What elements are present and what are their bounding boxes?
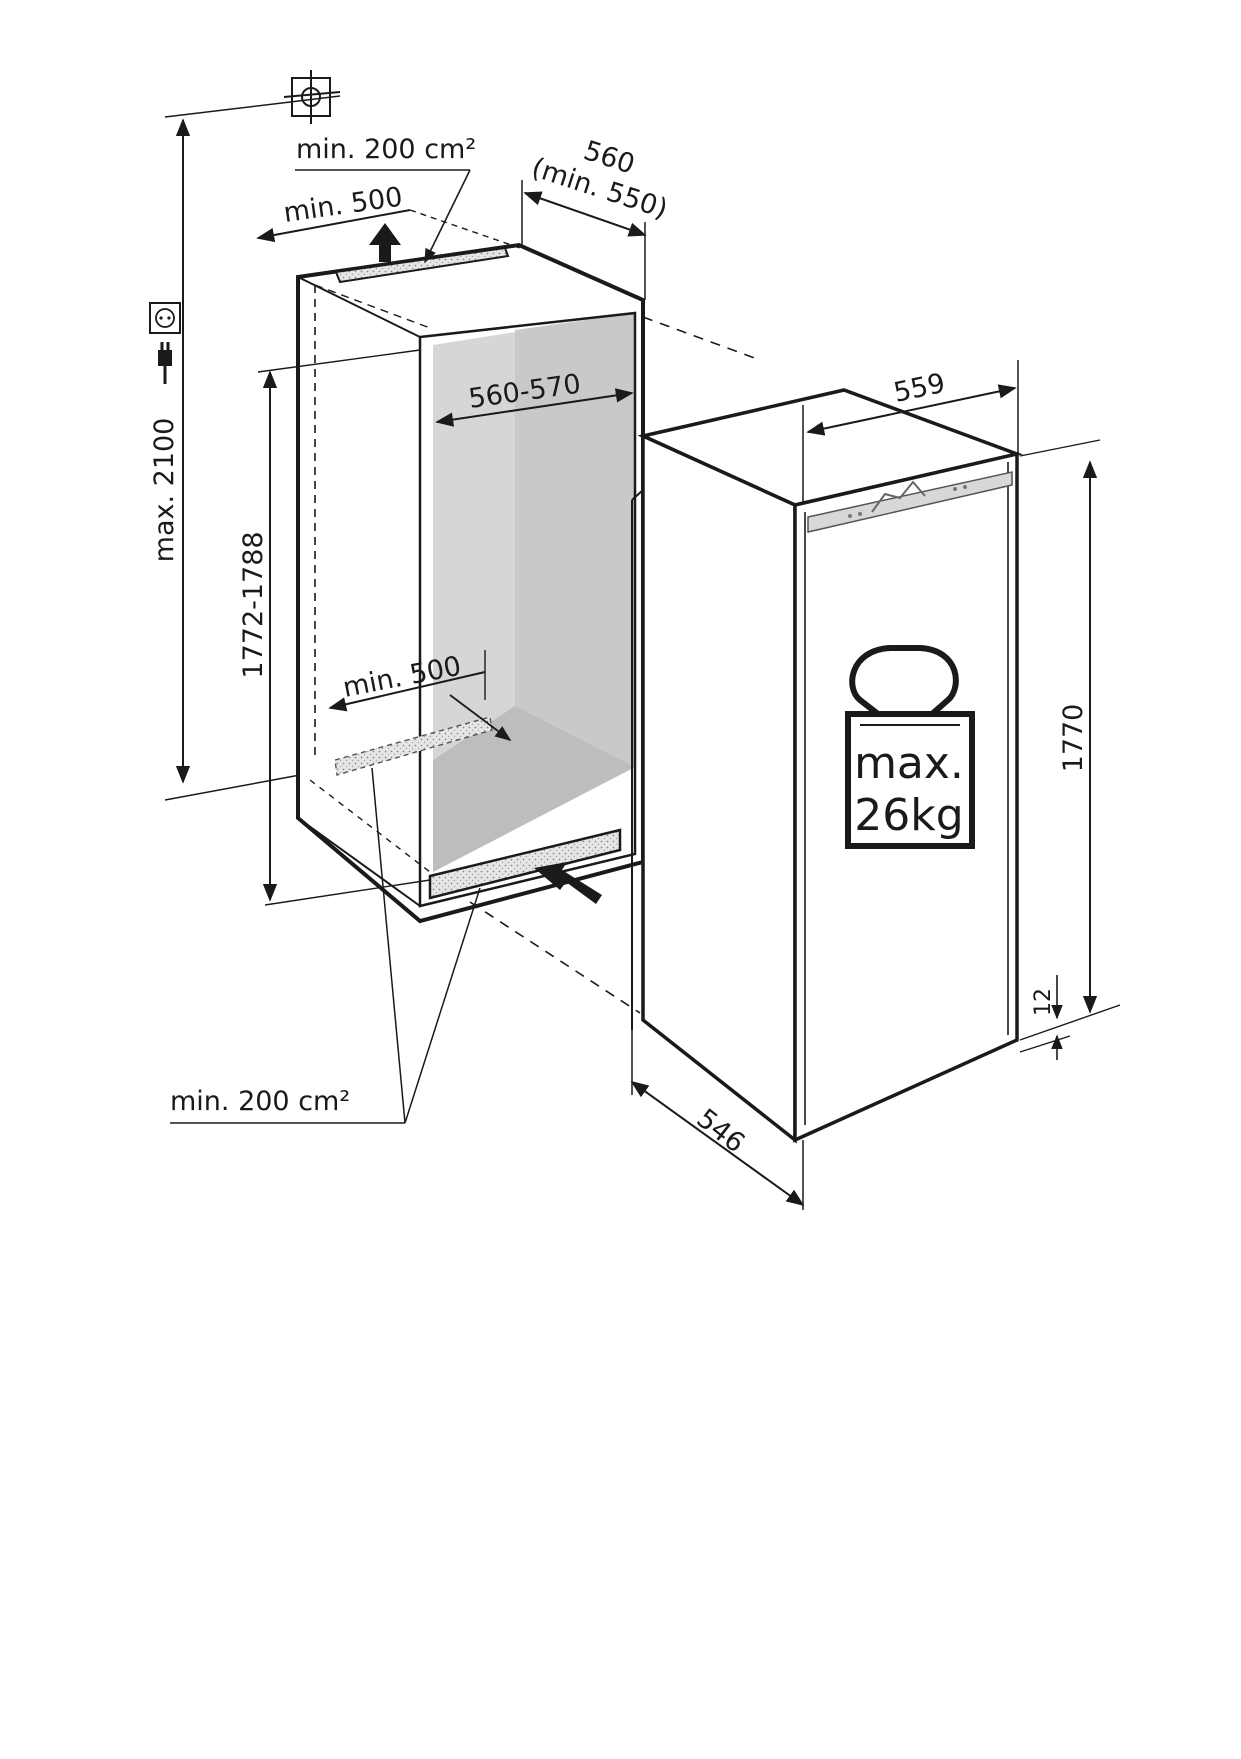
bottom-vent-grille <box>428 828 622 900</box>
niche-height-label: 1772-1788 <box>238 531 269 678</box>
max-height-label: max. 2100 <box>149 418 180 563</box>
control-panel <box>807 471 1013 533</box>
niche <box>296 223 645 924</box>
appliance <box>631 388 1024 1144</box>
airflow-arrow-icon <box>534 862 602 904</box>
level-icon <box>283 70 341 124</box>
weight-line2: 26kg <box>854 790 963 841</box>
niche-floor <box>433 706 635 872</box>
weight-line1: max. <box>854 738 964 789</box>
appliance-depth-label: 546 <box>691 1103 751 1159</box>
door-weight-icon: max. 26kg <box>845 645 975 849</box>
appliance-height-label: 1770 <box>1058 704 1089 773</box>
plinth-gap-label: 12 <box>1031 988 1056 1016</box>
power-socket-icon <box>149 302 181 334</box>
bottom-vent-label: min. 200 cm² <box>170 1086 350 1117</box>
power-plug-icon <box>158 342 172 384</box>
appliance-width-label: 559 <box>891 368 948 409</box>
airflow-arrow-icon <box>369 223 401 262</box>
niche-opening <box>418 311 637 908</box>
appliance-side <box>641 433 797 1144</box>
floor-vent <box>334 716 493 776</box>
top-vent <box>334 246 510 284</box>
top-vent-label: min. 200 cm² <box>296 134 476 165</box>
